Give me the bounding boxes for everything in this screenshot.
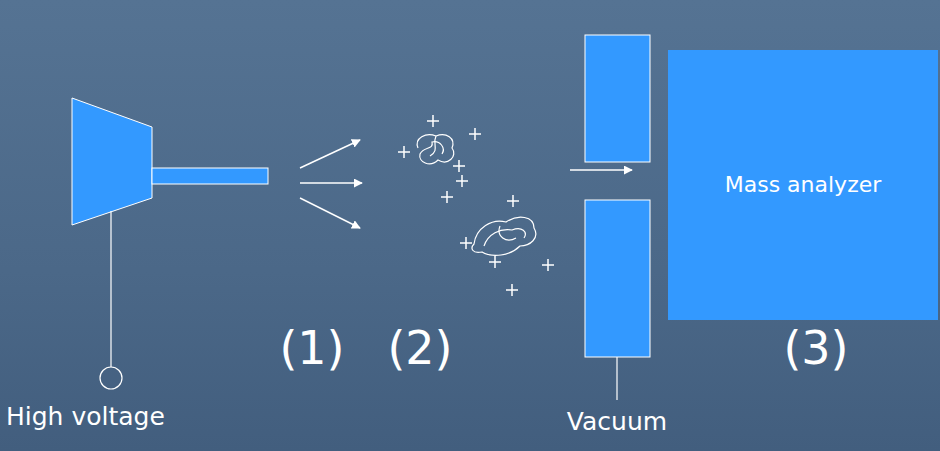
- charge-sign: [441, 191, 453, 203]
- charge-sign: [398, 146, 410, 158]
- callout-number: (2): [387, 325, 452, 371]
- vacuum-interface: [585, 35, 650, 400]
- callout-number: (3): [783, 325, 848, 371]
- charge-sign: [453, 160, 465, 172]
- spray-arrows: [300, 140, 632, 228]
- charge-sign: [456, 175, 468, 187]
- box-label: Mass analyzer: [725, 171, 882, 199]
- callout-number: (1): [279, 325, 344, 371]
- voltage-label: High voltage: [6, 404, 165, 429]
- charge-signs: [398, 115, 554, 296]
- spray-emitter: [72, 98, 268, 225]
- charge-sign: [507, 195, 519, 207]
- charge-sign: [469, 128, 481, 140]
- analyzer-box: Mass analyzer: [668, 50, 938, 320]
- charge-sign: [506, 284, 518, 296]
- charge-sign: [460, 237, 472, 249]
- charge-sign: [427, 115, 439, 127]
- vacuum-label: Vacuum: [567, 409, 667, 434]
- charge-sign: [542, 259, 554, 271]
- charge-sign: [489, 256, 501, 268]
- voltage-wire: [100, 211, 122, 389]
- charged-droplets: [417, 135, 536, 256]
